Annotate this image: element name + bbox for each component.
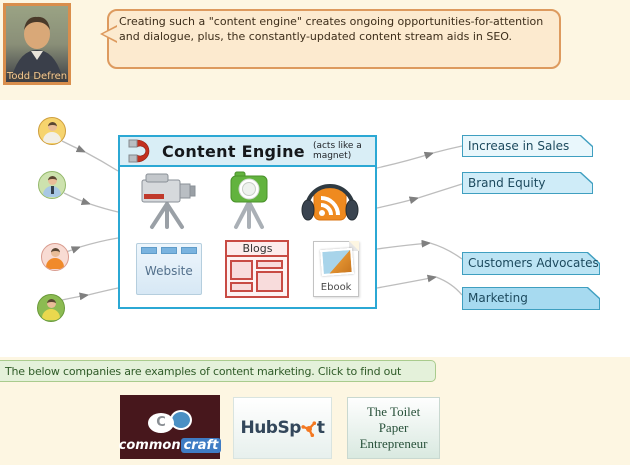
- browser-tabs: [137, 244, 201, 254]
- avatar-head: [50, 248, 60, 257]
- outcome-brand-equity: Brand Equity: [462, 172, 593, 194]
- tp-line: Entrepreneur: [359, 436, 428, 452]
- quote-text: Creating such a "content engine" creates…: [119, 15, 544, 44]
- quote-bubble: Creating such a "content engine" creates…: [100, 9, 561, 69]
- ebook-label: Ebook: [320, 282, 352, 293]
- avatar-shirt: [46, 258, 64, 269]
- avatar-head: [47, 176, 57, 185]
- website-label: Website: [144, 264, 193, 278]
- author-name: Todd Defren: [6, 71, 68, 82]
- blogs-label: Blogs: [227, 242, 288, 257]
- outcome-label: Customers Advocates: [468, 256, 599, 270]
- outcome-label: Brand Equity: [468, 176, 546, 190]
- author-photo: Todd Defren: [3, 3, 71, 85]
- avatar-doctor: [38, 117, 66, 145]
- outcome-increase-in-sales: Increase in Sales: [462, 135, 593, 157]
- outcome-label: Marketing: [468, 291, 528, 305]
- ebook-icon: Ebook: [313, 241, 360, 297]
- hubspot-wordmark: HubSp t: [240, 418, 325, 438]
- avatar-shirt: [43, 132, 61, 143]
- blogs-icon: Blogs: [225, 240, 290, 298]
- tp-line: The Toilet: [366, 403, 421, 419]
- hubspot-sprocket-icon: [301, 420, 316, 437]
- podcast-headphones-icon: [301, 184, 359, 221]
- page-fold: [349, 241, 360, 251]
- owned-media-row: Website Blogs Ebook: [120, 235, 375, 303]
- content-engine-header: Content Engine (acts like a magnet): [120, 137, 375, 167]
- speech-bubbles-icon: C: [148, 410, 192, 436]
- photo-camera-icon: [230, 171, 268, 229]
- portrait-placeholder: [12, 16, 62, 76]
- outcome-marketing: Marketing: [462, 287, 600, 310]
- website-icon: Website: [135, 243, 202, 295]
- avatar-head: [46, 299, 56, 308]
- avatar-shirt: [42, 309, 60, 320]
- content-engine-box: Content Engine (acts like a magnet): [118, 135, 377, 309]
- avatar-office-worker: [38, 171, 66, 199]
- video-camera-icon: [141, 173, 196, 229]
- tie: [50, 186, 54, 194]
- avatar-shirt: [43, 186, 61, 197]
- toilet-paper-entrepreneur-logo[interactable]: The Toilet Paper Entrepreneur: [347, 397, 440, 459]
- outcome-label: Increase in Sales: [468, 139, 570, 153]
- media-icons-row: [120, 167, 375, 235]
- avatar-head: [47, 122, 57, 131]
- tp-line: Paper: [378, 419, 409, 435]
- magnet-icon: [128, 139, 150, 163]
- content-engine-subtitle: (acts like a magnet): [312, 140, 362, 161]
- ebook-cover-image: [320, 247, 355, 277]
- examples-banner: The below companies are examples of cont…: [0, 360, 436, 382]
- avatar-orange-shirt: [41, 243, 69, 271]
- content-engine-title: Content Engine: [162, 141, 305, 161]
- outcome-customers-advocates: Customers Advocates: [462, 252, 600, 275]
- hubspot-logo[interactable]: HubSp t: [233, 397, 332, 459]
- avatar-yellow-shirt: [37, 294, 65, 322]
